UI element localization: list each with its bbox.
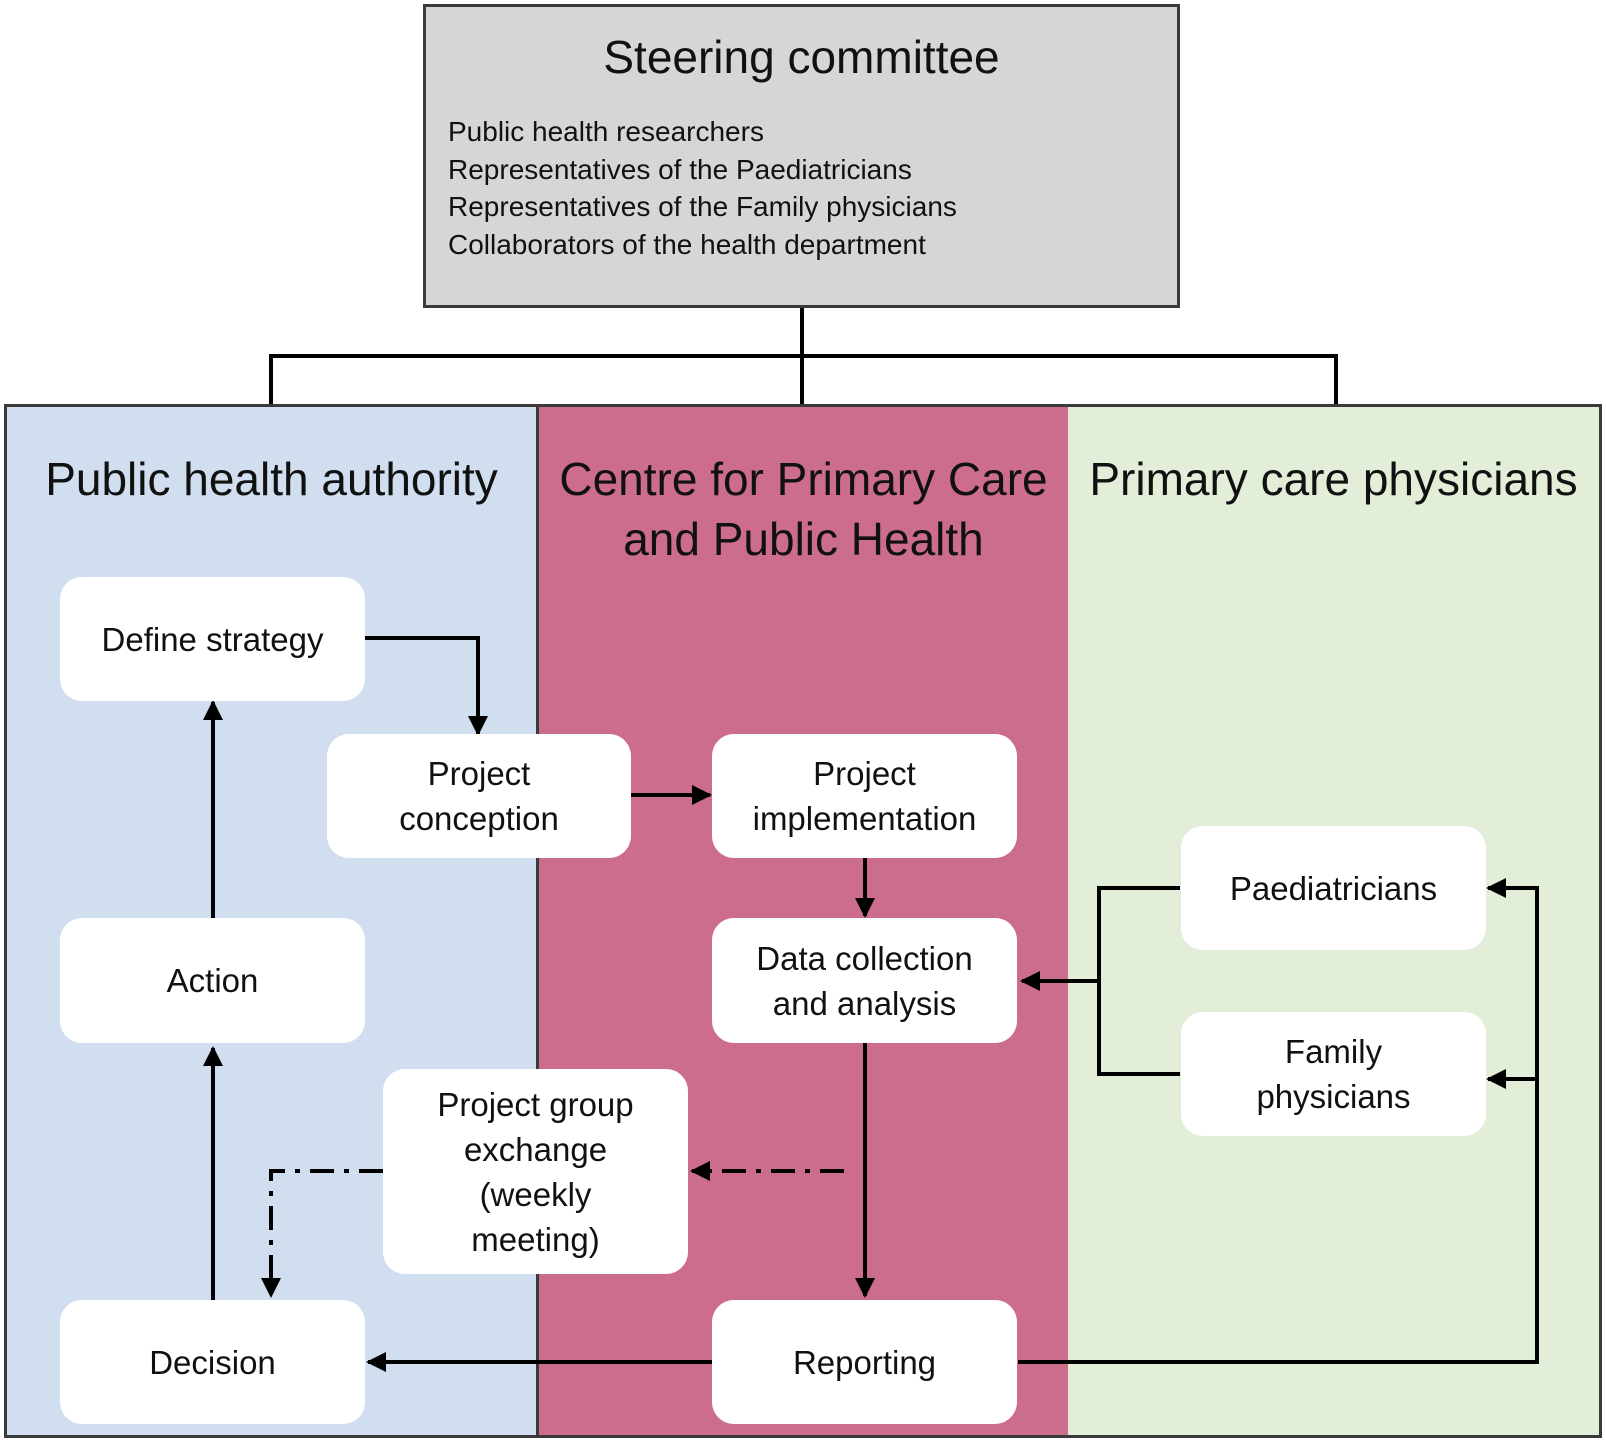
steering-member: Representatives of the Paediatricians [448,153,912,185]
steering-committee-title: Steering committee [603,31,1000,83]
reporting-node: Reporting [712,1300,1017,1424]
steering-committee-box: Steering committee Public health researc… [423,4,1180,308]
family-physicians-node: Family physicians [1181,1012,1486,1136]
paediatricians-node: Paediatricians [1181,826,1486,950]
project-conception-node: Project conception [327,734,631,858]
steering-committee-members: Public health researchers Representative… [448,113,957,263]
define-strategy-node: Define strategy [60,577,365,701]
centre-title: Centre for Primary Care and Public Healt… [559,453,1048,565]
steering-member: Public health researchers [448,116,764,147]
data-collection-node: Data collection and analysis [712,918,1017,1043]
decision-node: Decision [60,1300,365,1424]
steering-member: Collaborators of the health department [448,228,926,260]
primary-care-title: Primary care physicians [1089,453,1578,505]
project-group-exchange-node: Project group exchange (weekly meeting) [383,1069,688,1274]
org-line-branch [269,354,1338,404]
project-implementation-node: Project implementation [712,734,1017,858]
steering-member: Representatives of the Family physicians [448,191,957,222]
action-node: Action [60,918,365,1043]
public-health-authority-title: Public health authority [45,453,498,505]
